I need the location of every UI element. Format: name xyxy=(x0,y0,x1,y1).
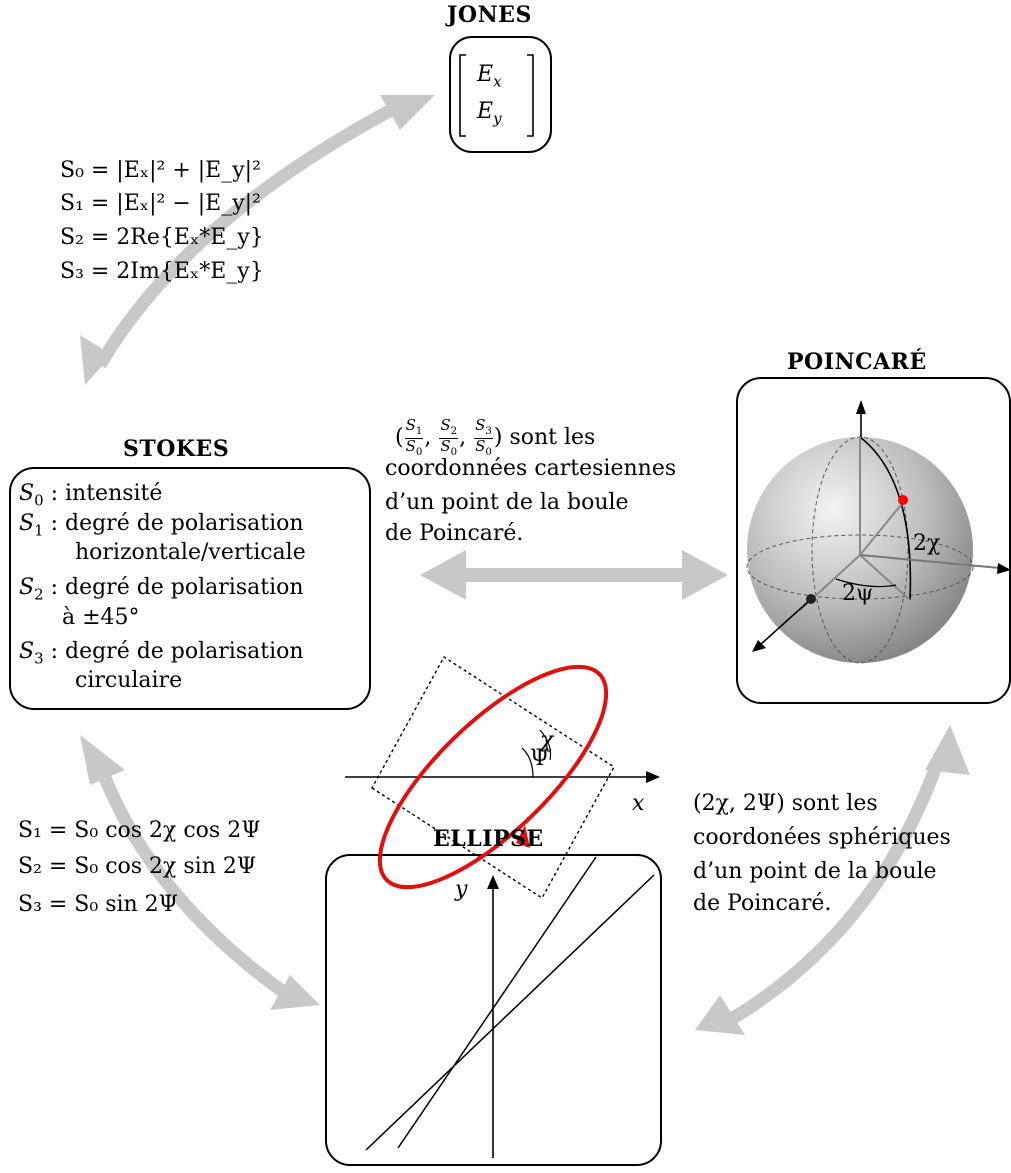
stokes-item-1-symbol: S xyxy=(19,511,35,536)
ellipse-poincare-line2: coordonées sphériques xyxy=(693,825,951,850)
poincare-point-black xyxy=(806,594,816,604)
polarization-ellipse xyxy=(377,664,609,890)
jones-vector-bottom: Ey xyxy=(477,101,502,126)
stokes-item-0-sub: 0 xyxy=(34,491,44,510)
stokes-poincare-line3: d’un point de la boule xyxy=(385,490,629,515)
jones-ey-symbol: E xyxy=(477,99,494,124)
ellipse-psi-label: Ψ xyxy=(530,746,550,771)
ellipse-poincare-line4: de Poincaré. xyxy=(693,891,832,916)
stokes-item-2-cont: à ±45° xyxy=(62,605,140,630)
stokes-item-2-text: : degré de polarisation xyxy=(50,575,304,600)
jones-ey-sub: y xyxy=(493,109,502,128)
label-2chi: 2χ xyxy=(913,531,941,556)
stokes-item-1-sub: 1 xyxy=(34,521,44,540)
stokes-item-2-symbol: S xyxy=(19,575,35,600)
stokes-poincare-line1-suffix: ) sont les xyxy=(493,425,596,451)
stokes-poincare-line4: de Poincaré. xyxy=(385,521,524,546)
stokes-item-3-symbol: S xyxy=(19,639,35,664)
stokes-item-3-sub: 3 xyxy=(34,649,44,668)
jones-title: JONES xyxy=(447,2,532,28)
arrow-stokes-poincare xyxy=(420,550,728,600)
jones-vector-top: Ex xyxy=(477,64,502,89)
ellipse-stokes-formula-0: S₁ = S₀ cos 2χ cos 2Ψ xyxy=(18,818,261,843)
stokes-item-2: S2 : degré de polarisation xyxy=(19,574,304,608)
ellipse-chi-label: χ xyxy=(540,728,554,753)
ellipse-axis-y-label: y xyxy=(455,877,468,902)
arrow-ellipse-poincare xyxy=(695,725,970,1035)
label-2psi: 2ψ xyxy=(842,581,874,606)
ellipse-title: ELLIPSE xyxy=(433,826,544,852)
jones-stokes-formula-3: S₃ = 2Im{Eₓ*E_y} xyxy=(60,259,264,284)
arrow-ellipse-stokes xyxy=(80,735,320,1010)
jones-stokes-formula-2: S₂ = 2Re{Eₓ*E_y} xyxy=(60,225,264,250)
stokes-item-3-text: : degré de polarisation xyxy=(50,639,304,664)
stokes-item-2-sub: 2 xyxy=(34,585,44,604)
stokes-item-0-text: : intensité xyxy=(50,481,163,506)
ellipse-poincare-line1: (2χ, 2Ψ) sont les xyxy=(693,791,878,816)
stokes-box xyxy=(9,467,371,710)
stokes-item-1-text: : degré de polarisation xyxy=(50,511,304,536)
poincare-axes xyxy=(752,400,1011,652)
stokes-poincare-line2: coordonnées cartesiennes xyxy=(385,456,677,481)
jones-bracket-icon xyxy=(459,54,534,137)
ellipse-major-axis xyxy=(365,856,655,1151)
stokes-item-1: S1 : degré de polarisation xyxy=(19,510,304,544)
stokes-item-0-symbol: S xyxy=(19,481,35,506)
jones-stokes-formula-1: S₁ = |Eₓ|² − |E_y|² xyxy=(60,191,261,216)
jones-box xyxy=(449,36,552,153)
stokes-title: STOKES xyxy=(123,436,230,462)
poincare-point-red xyxy=(898,495,908,505)
stokes-item-3: S3 : degré de polarisation xyxy=(19,638,304,672)
ellipse-axes xyxy=(345,771,660,1158)
ellipse-stokes-formula-1: S₂ = S₀ cos 2χ sin 2Ψ xyxy=(18,854,257,879)
stokes-item-1-cont: horizontale/verticale xyxy=(75,540,306,565)
stokes-item-0: S0 : intensité xyxy=(19,480,162,514)
jones-ex-sub: x xyxy=(493,72,502,91)
jones-stokes-formula-0: S₀ = |Eₓ|² + |E_y|² xyxy=(60,158,261,183)
ellipse-axis-x-label: x xyxy=(632,791,645,816)
ellipse-direction-arrow xyxy=(516,825,530,848)
jones-ex-symbol: E xyxy=(477,62,494,87)
stokes-item-3-cont: circulaire xyxy=(75,668,183,693)
ellipse-angle-arcs xyxy=(521,729,552,778)
ellipse-rectangle xyxy=(371,656,615,899)
ellipse-stokes-formula-2: S₃ = S₀ sin 2Ψ xyxy=(18,892,178,917)
arrow-jones-stokes xyxy=(80,95,435,385)
poincare-title: POINCARÉ xyxy=(787,349,927,375)
ellipse-poincare-line3: d’un point de la boule xyxy=(693,859,937,884)
